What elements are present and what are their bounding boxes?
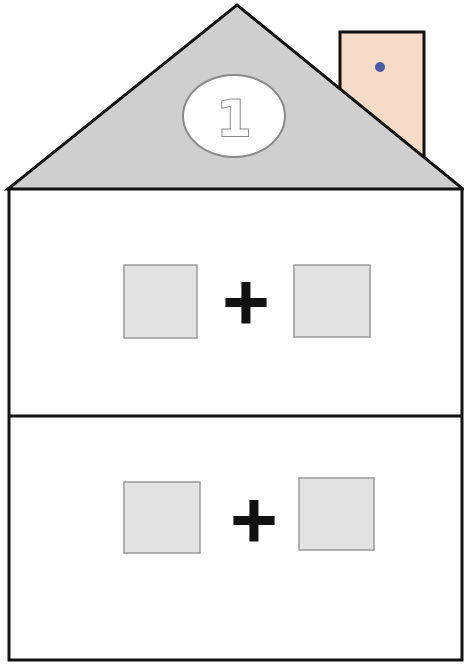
lower-floor: + [9,416,462,660]
upper-right-answer-box[interactable] [294,265,370,337]
lower-plus-sign: + [230,475,278,566]
upper-floor: + [9,189,462,416]
lower-left-answer-box[interactable] [124,482,200,553]
lower-right-answer-box[interactable] [299,478,374,550]
upper-plus-sign: + [222,257,270,348]
chimney-dot [375,62,385,72]
roof-number: 1 [217,90,252,148]
upper-left-answer-box[interactable] [124,265,197,338]
